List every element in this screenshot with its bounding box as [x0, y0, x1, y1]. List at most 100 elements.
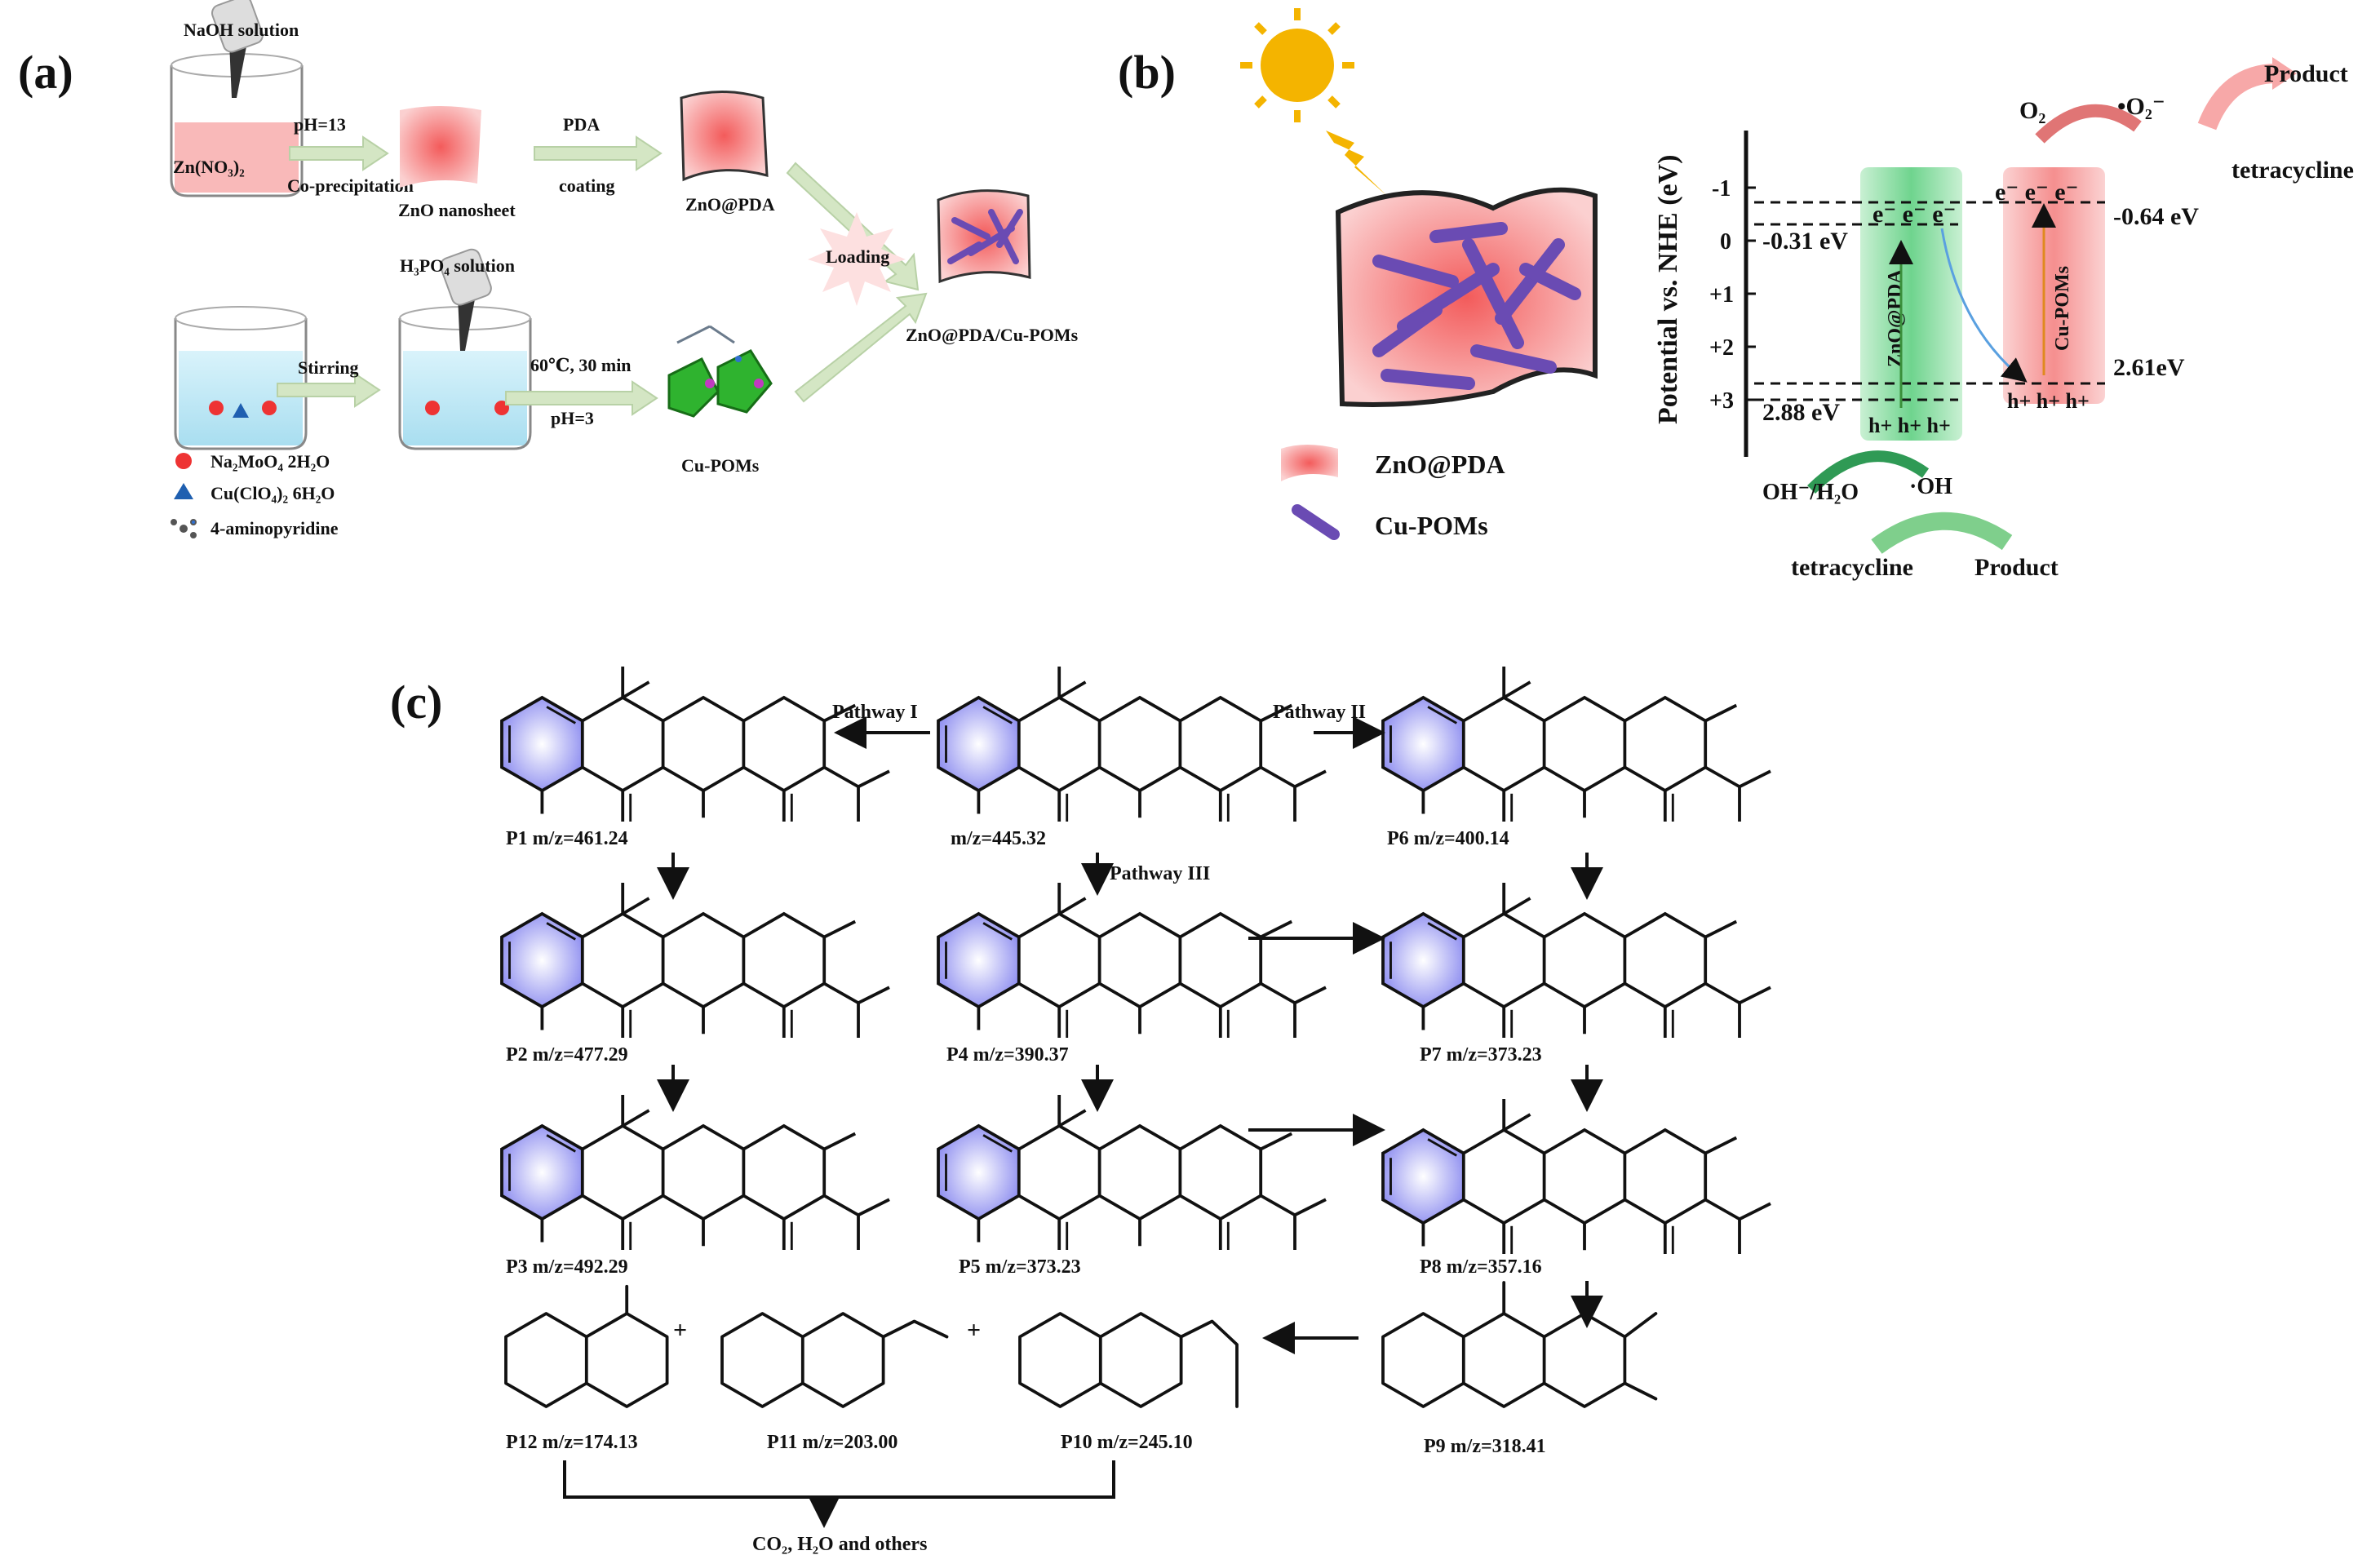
beaker-h3po4	[398, 248, 532, 450]
plus-2: +	[967, 1317, 981, 1344]
p3-caption: P3 m/z=492.29	[506, 1256, 628, 1278]
o2-label: O₂	[2019, 97, 2045, 124]
legend-cu: Cu(ClO₄)₂ 6H₂O	[211, 483, 335, 503]
molecule-parent	[937, 665, 1327, 823]
molecule-p12	[504, 1284, 669, 1408]
tc-oxidation-arrowhead-top	[2272, 57, 2297, 90]
loading-starburst	[808, 212, 906, 306]
cu-electrons: e⁻ e⁻ e⁻	[1995, 179, 2078, 206]
zno-band-label: ZnO@PDA	[1885, 269, 1906, 367]
composite-big	[1335, 187, 1598, 407]
p4-caption: P4 m/z=390.37	[946, 1044, 1069, 1066]
molecule-p8	[1381, 1097, 1772, 1256]
tc-bottom: tetracycline	[1791, 554, 1913, 581]
molecule-p6	[1381, 665, 1772, 823]
oh-radical-label: ·OH	[1909, 474, 1952, 499]
beaker-stirring-1	[174, 305, 308, 450]
lightning-icon	[1326, 131, 1387, 196]
legend-aminopyridine-marker	[171, 519, 197, 538]
condition-label: 60℃, 30 min	[530, 355, 632, 375]
legend-zno-pda-swatch	[1281, 445, 1338, 481]
parent-caption: m/z=445.32	[951, 828, 1046, 849]
cu-holes: h+ h+ h+	[2007, 389, 2090, 413]
panel-c: (c)	[390, 665, 1772, 1555]
tick-p3: +3	[1709, 388, 1734, 414]
p6-caption: P6 m/z=400.14	[1387, 828, 1509, 849]
legend-na2moo4-marker	[175, 453, 192, 469]
molecule-p4	[937, 881, 1327, 1039]
ph3-label: pH=3	[551, 408, 594, 428]
oh-arrow	[1807, 450, 1930, 494]
o2-arrow	[2035, 104, 2142, 144]
cupoms-crystal	[667, 325, 773, 418]
molecule-p5	[937, 1093, 1327, 1252]
coprecip-label: Co-precipitation	[287, 175, 414, 196]
electron-transfer-arrow	[1940, 228, 2028, 383]
p9-caption: P9 m/z=318.41	[1424, 1436, 1546, 1457]
panel-a-label: (a)	[18, 46, 73, 99]
cupoms-label: Cu-POMs	[681, 455, 760, 476]
p12-caption: P12 m/z=174.13	[506, 1432, 638, 1453]
tick-p2: +2	[1709, 335, 1734, 361]
composite-label: ZnO@PDA/Cu-POMs	[906, 325, 1079, 345]
arrow-heating	[505, 380, 658, 416]
legend-aminopyridine: 4-aminopyridine	[211, 518, 339, 538]
tick-0: 0	[1720, 229, 1731, 255]
p5-caption: P5 m/z=373.23	[959, 1256, 1081, 1278]
final-products: CO₂, H₂O and others	[752, 1534, 927, 1555]
p2-caption: P2 m/z=477.29	[506, 1044, 628, 1066]
arrow-stirring	[277, 372, 381, 408]
molecule-p7	[1381, 881, 1772, 1039]
ph13-label: pH=13	[294, 114, 346, 135]
p10-caption: P10 m/z=245.10	[1061, 1432, 1193, 1453]
loading-label: Loading	[826, 246, 889, 267]
vb-zno-label: 2.88 eV	[1762, 399, 1840, 426]
pathway3-label: Pathway III	[1110, 863, 1210, 884]
tick-m1: -1	[1712, 176, 1731, 202]
product-top: Product	[2264, 60, 2348, 87]
p8-caption: P8 m/z=357.16	[1420, 1256, 1542, 1278]
pathway1-label: Pathway I	[832, 702, 918, 723]
tick-p1: +1	[1709, 282, 1734, 308]
zno-nanosheet-label: ZnO nanosheet	[398, 200, 516, 220]
arrow-coprecipitation	[289, 135, 389, 171]
p11-caption: P11 m/z=203.00	[767, 1432, 897, 1453]
legend-zno-pda: ZnO@PDA	[1375, 450, 1505, 479]
legend-cupoms: Cu-POMs	[1375, 511, 1488, 540]
sun-icon	[1240, 8, 1354, 122]
tc-oxidation-arrow-top	[2197, 64, 2277, 131]
product-bottom: Product	[1974, 554, 2059, 581]
molecule-p11	[720, 1312, 949, 1408]
cb-cu-label: -0.64 eV	[2113, 203, 2199, 230]
cb-zno-label: -0.31 eV	[1762, 228, 1848, 255]
znno3-label: Zn(NO₃)₂	[173, 157, 245, 177]
pathway2-label: Pathway II	[1273, 702, 1366, 723]
panel-b: (b)	[1118, 8, 2354, 581]
stirring-label: Stirring	[298, 357, 359, 378]
panel-b-label: (b)	[1118, 46, 1176, 99]
vb-cu-label: 2.61eV	[2113, 354, 2185, 381]
arrow-pda-coating	[534, 135, 663, 171]
molecule-p1	[500, 665, 891, 823]
p1-caption: P1 m/z=461.24	[506, 828, 628, 849]
convergence-bracket	[563, 1460, 1115, 1499]
tc-top: tetracycline	[2232, 157, 2354, 184]
pda-label: PDA	[563, 114, 600, 135]
zno-pda-shape	[680, 91, 769, 182]
molecule-p10	[1018, 1312, 1239, 1408]
beaker-znno3	[170, 0, 304, 197]
zno-electrons: e⁻ e⁻ e⁻	[1873, 201, 1956, 228]
cu-band-label: Cu-POMs	[2052, 266, 2073, 351]
tc-oxidation-arrow-bottom	[1871, 512, 2013, 554]
molecule-p9	[1381, 1281, 1658, 1408]
naoh-label: NaOH solution	[184, 20, 299, 40]
arrow-to-loading-bottom	[794, 292, 928, 403]
molecule-p2	[500, 881, 891, 1039]
oh-h2o-label: OH⁻/H₂O	[1762, 480, 1859, 505]
energy-axis-label: Potential vs. NHE (eV)	[1653, 154, 1683, 424]
plus-1: +	[673, 1317, 687, 1344]
zno-holes: h+ h+ h+	[1868, 414, 1951, 437]
zno-pda-band	[1860, 167, 1962, 441]
h3po4-label: H₃PO₄ solution	[400, 255, 515, 276]
legend-na2moo4: Na₂MoO₄ 2H₂O	[211, 451, 330, 472]
